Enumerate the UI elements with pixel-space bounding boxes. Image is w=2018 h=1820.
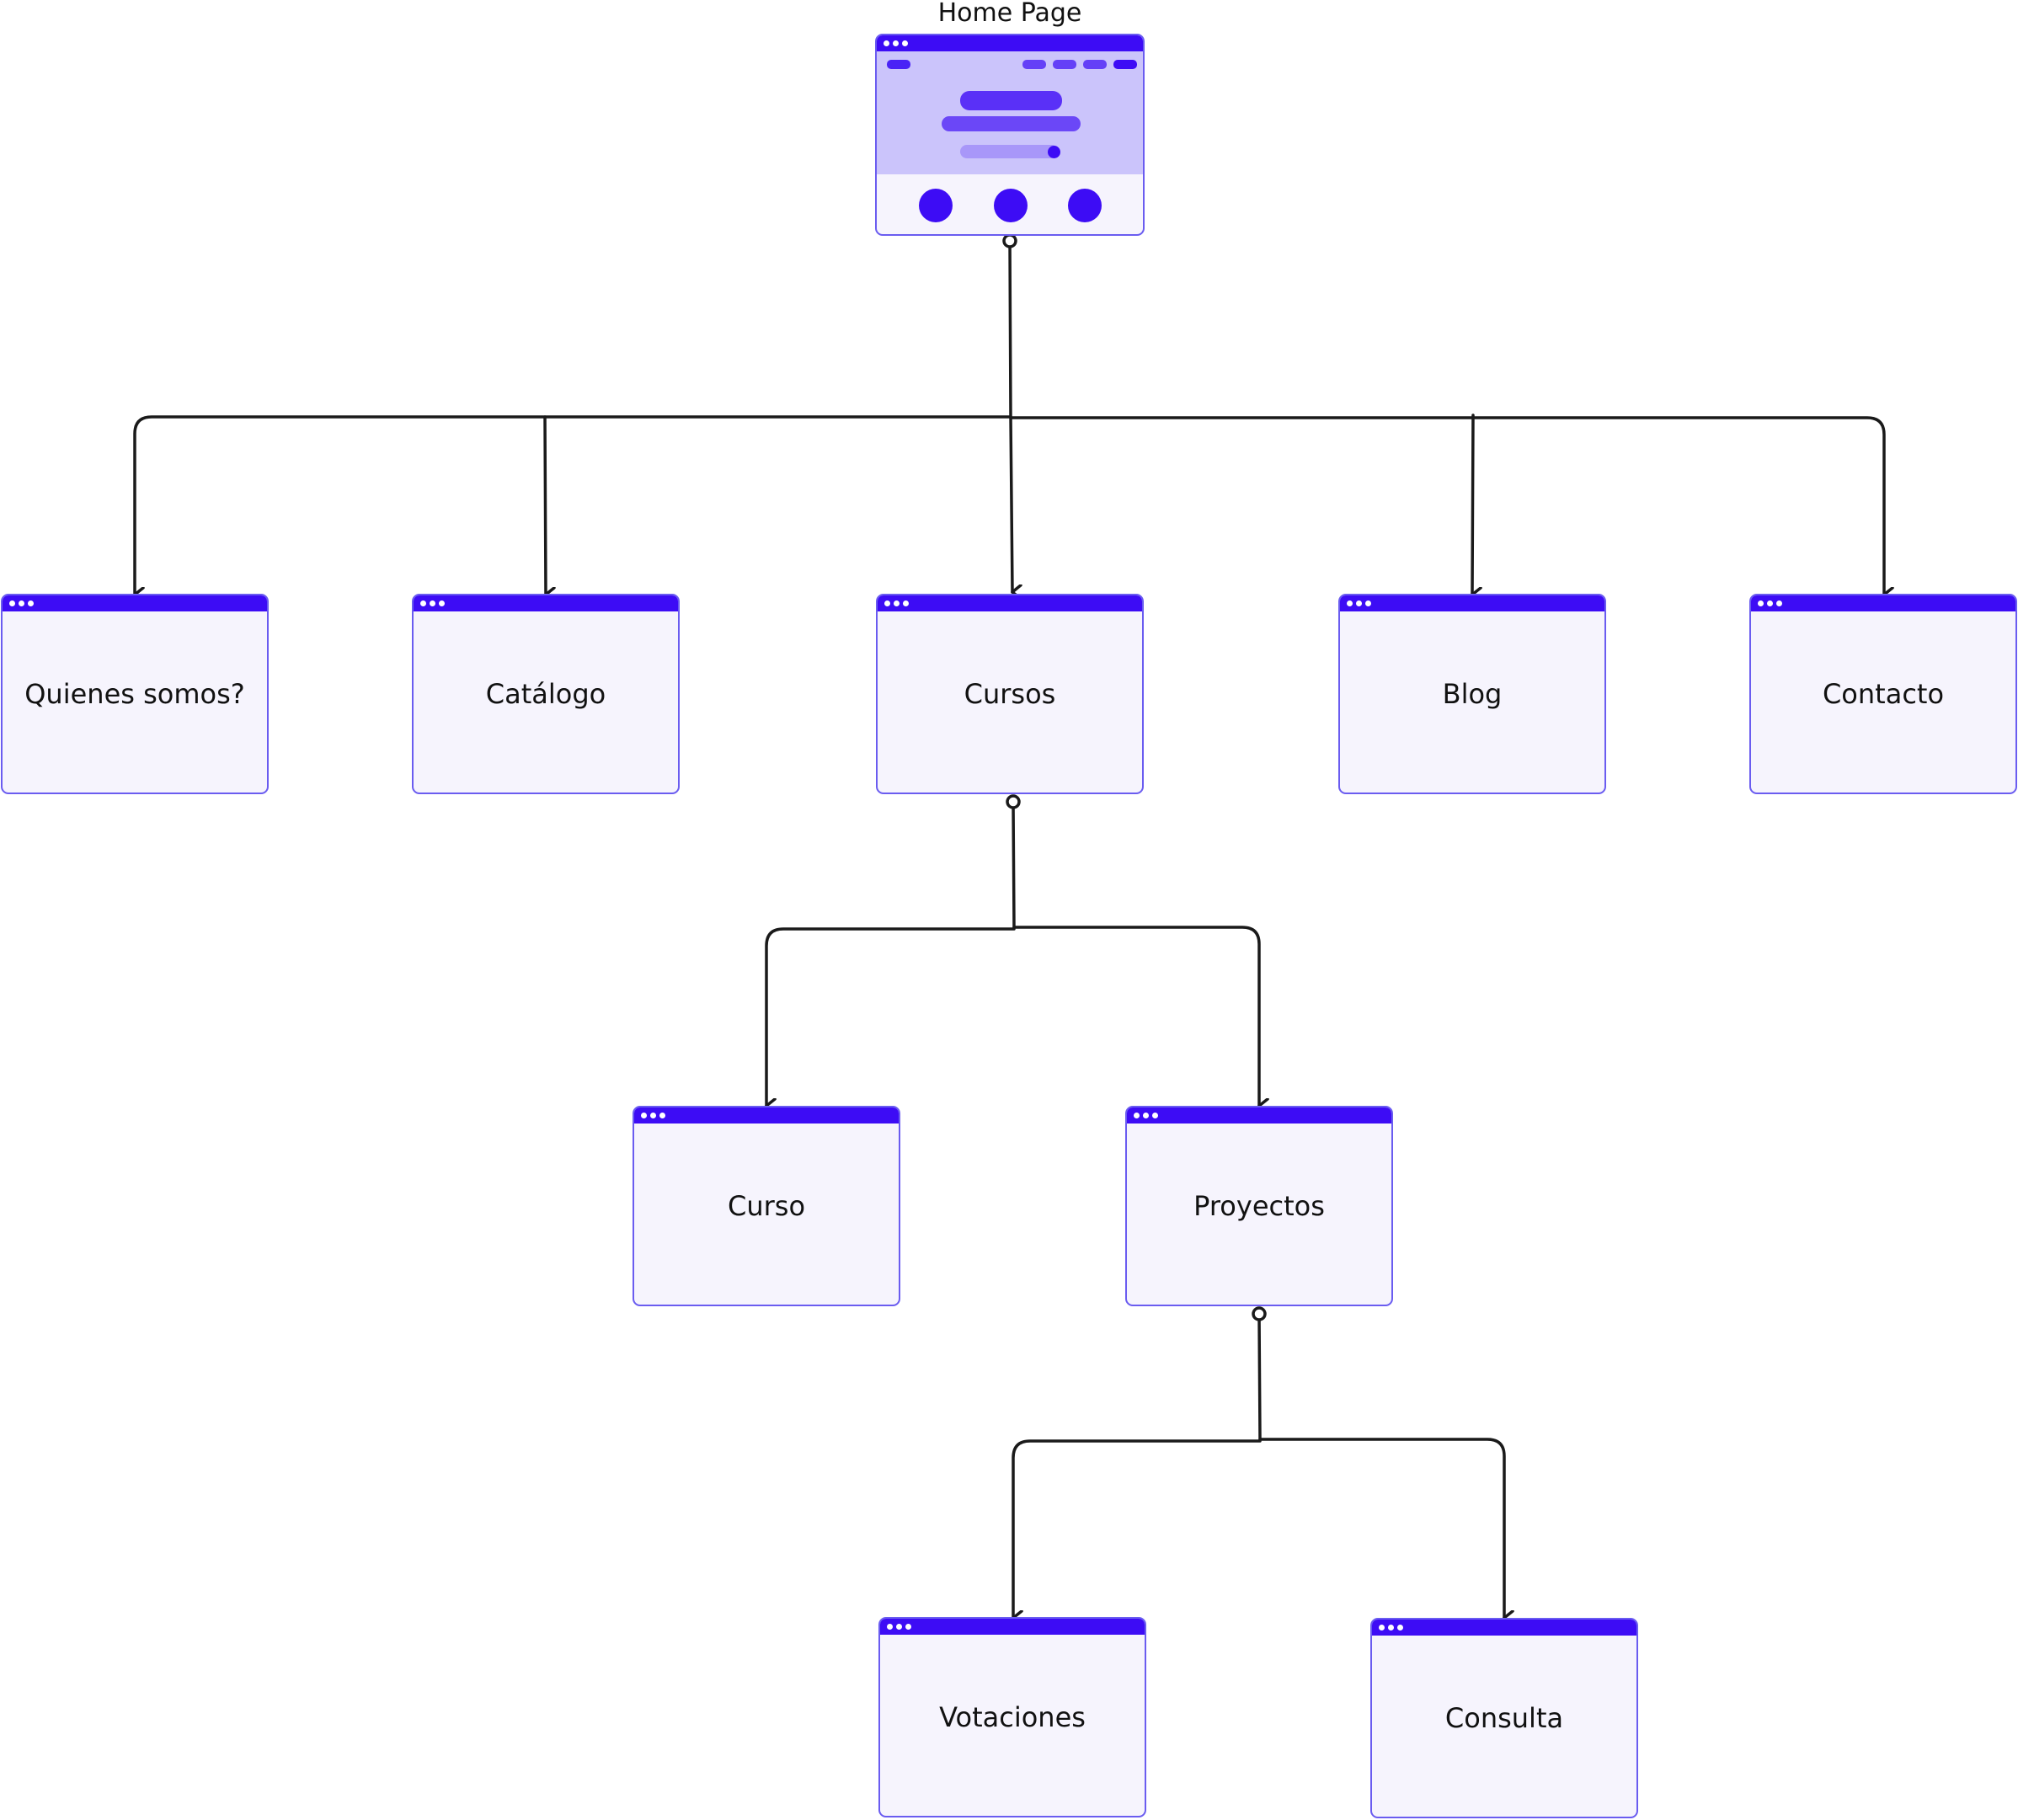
window-dots-icon — [9, 600, 34, 607]
connector-proyectos-consulta — [1258, 1438, 1504, 1618]
connector-cursos-trunk — [1012, 800, 1016, 929]
browser-bar — [1372, 1620, 1636, 1636]
window-dots-icon — [887, 1624, 911, 1631]
browser-bar — [1751, 595, 2015, 611]
connector-home-catalogo — [543, 415, 546, 595]
nav-item-pill — [1083, 60, 1107, 69]
connector-home-trunk — [1008, 239, 1012, 419]
feature-circle-icon — [1068, 189, 1102, 222]
browser-bar — [877, 35, 1143, 51]
browser-bar — [878, 595, 1142, 611]
connector-home-contacto — [1471, 416, 1884, 595]
page-label: Catálogo — [485, 678, 606, 710]
page-label: Consulta — [1444, 1702, 1564, 1734]
connector-home-blog — [1009, 414, 1473, 595]
window-dots-icon — [641, 1113, 665, 1119]
window-dots-icon — [1347, 600, 1371, 607]
nav-item-pill — [1113, 60, 1137, 69]
home-page-node[interactable] — [875, 34, 1145, 236]
connector-cursos-curso — [765, 927, 1016, 1106]
page-label: Votaciones — [939, 1701, 1086, 1733]
page-node-cursos[interactable]: Cursos — [876, 594, 1144, 794]
page-node-blog[interactable]: Blog — [1338, 594, 1606, 794]
hero-heading-pill — [960, 91, 1062, 110]
nav-logo-pill — [887, 60, 910, 69]
window-dots-icon — [884, 40, 908, 46]
page-label: Proyectos — [1193, 1190, 1325, 1222]
page-label: Quienes somos? — [24, 678, 245, 710]
browser-bar — [1340, 595, 1604, 611]
browser-bar — [1127, 1107, 1391, 1123]
nav-item-pill — [1022, 60, 1046, 69]
browser-bar — [880, 1619, 1145, 1635]
page-label: Contacto — [1822, 678, 1945, 710]
hero-input-pill — [960, 145, 1059, 158]
connector-home-quienes — [133, 415, 1012, 595]
page-node-curso[interactable]: Curso — [633, 1106, 900, 1306]
page-node-consulta[interactable]: Consulta — [1370, 1618, 1638, 1818]
page-node-votaciones[interactable]: Votaciones — [878, 1617, 1146, 1817]
page-label: Cursos — [964, 678, 1056, 710]
window-dots-icon — [1379, 1625, 1403, 1631]
feature-circle-icon — [994, 189, 1028, 222]
connector-proyectos-votaciones — [1012, 1439, 1262, 1618]
browser-bar — [634, 1107, 899, 1123]
connector-cursos-proyectos — [1012, 926, 1259, 1106]
page-node-contacto[interactable]: Contacto — [1749, 594, 2017, 794]
nav-item-pill — [1053, 60, 1076, 69]
page-node-proyectos[interactable]: Proyectos — [1125, 1106, 1393, 1306]
connector-dot-home — [1002, 233, 1017, 248]
hero-subheading-pill — [942, 116, 1081, 131]
page-node-quienes[interactable]: Quienes somos? — [1, 594, 269, 794]
hero-input-dot — [1048, 146, 1060, 158]
window-dots-icon — [884, 600, 909, 607]
window-dots-icon — [420, 600, 445, 607]
home-page-title: Home Page — [937, 0, 1082, 28]
feature-circle-icon — [919, 189, 953, 222]
page-label: Blog — [1442, 678, 1503, 710]
connector-proyectos-trunk — [1257, 1312, 1262, 1441]
browser-bar — [414, 595, 678, 611]
page-label: Curso — [727, 1190, 806, 1222]
connector-home-cursos — [1009, 415, 1012, 592]
window-dots-icon — [1758, 600, 1782, 607]
window-dots-icon — [1134, 1113, 1158, 1119]
connector-dot-cursos — [1006, 794, 1021, 809]
connector-dot-proyectos — [1252, 1306, 1267, 1321]
browser-bar — [3, 595, 267, 611]
page-node-catalogo[interactable]: Catálogo — [412, 594, 680, 794]
